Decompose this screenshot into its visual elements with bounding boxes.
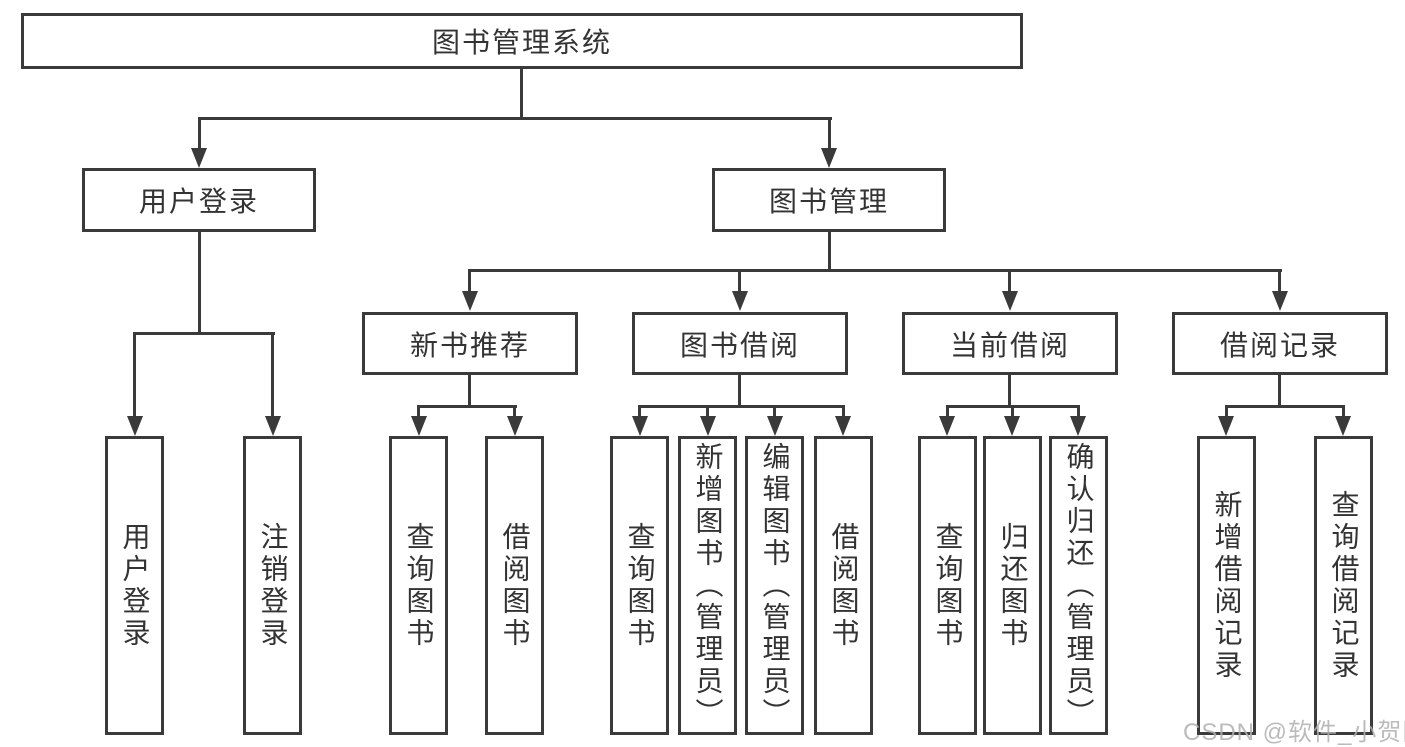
- leaf-query-books-current: 查询图书: [918, 436, 977, 735]
- connector-line: [1011, 405, 1014, 418]
- connector-line: [1278, 375, 1281, 408]
- arrow-down-icon: [1335, 416, 1351, 436]
- connector-line: [520, 69, 523, 120]
- connector-line: [1008, 269, 1011, 292]
- arrow-down-icon: [821, 148, 837, 168]
- arrow-down-icon: [767, 416, 783, 436]
- connector-line: [1008, 375, 1011, 408]
- arrow-down-icon: [1218, 416, 1234, 436]
- connector-line: [198, 117, 832, 120]
- arrow-down-icon: [835, 416, 851, 436]
- node-new-book-recommendation: 新书推荐: [362, 312, 578, 375]
- arrow-down-icon: [1002, 291, 1018, 311]
- leaf-logout: 注销登录: [243, 436, 302, 735]
- leaf-confirm-return-admin: 确认归还（管理员）: [1049, 436, 1108, 735]
- node-book-borrowing: 图书借阅: [632, 312, 848, 375]
- connector-line: [738, 269, 741, 292]
- leaf-query-books-recommend: 查询图书: [389, 436, 448, 735]
- connector-line: [468, 375, 471, 408]
- connector-line: [133, 332, 275, 335]
- connector-line: [1077, 405, 1080, 418]
- connector-line: [773, 405, 776, 418]
- arrow-down-icon: [939, 416, 955, 436]
- leaf-edit-book-admin: 编辑图书（管理员）: [745, 436, 804, 735]
- connector-line: [417, 405, 517, 408]
- connector-line: [271, 332, 274, 416]
- arrow-down-icon: [1004, 416, 1020, 436]
- connector-line: [198, 232, 201, 335]
- connector-line: [417, 405, 420, 418]
- node-current-borrowing: 当前借阅: [902, 312, 1118, 375]
- arrow-down-icon: [732, 291, 748, 311]
- connector-line: [1225, 405, 1228, 418]
- arrow-down-icon: [411, 416, 427, 436]
- arrow-down-icon: [1070, 416, 1086, 436]
- connector-line: [638, 405, 845, 408]
- leaf-add-borrow-record: 新增借阅记录: [1197, 436, 1256, 735]
- connector-line: [842, 405, 845, 418]
- arrow-down-icon: [632, 416, 648, 436]
- connector-line: [1342, 405, 1345, 418]
- node-user-login: 用户登录: [82, 168, 316, 232]
- connector-line: [1225, 405, 1345, 408]
- node-book-management: 图书管理: [712, 168, 946, 232]
- arrow-down-icon: [265, 416, 281, 436]
- arrow-down-icon: [462, 291, 478, 311]
- leaf-borrow-books-recommend: 借阅图书: [485, 436, 544, 735]
- arrow-down-icon: [1272, 291, 1288, 311]
- leaf-add-book-admin: 新增图书（管理员）: [678, 436, 737, 735]
- arrow-down-icon: [700, 416, 716, 436]
- arrow-down-icon: [507, 416, 523, 436]
- connector-line: [738, 375, 741, 408]
- leaf-borrow-books-borrowing: 借阅图书: [814, 436, 873, 735]
- arrow-down-icon: [127, 416, 143, 436]
- connector-line: [638, 405, 641, 418]
- arrow-down-icon: [191, 148, 207, 168]
- leaf-return-books: 归还图书: [983, 436, 1042, 735]
- connector-line: [828, 117, 831, 152]
- connector-line: [1278, 269, 1281, 292]
- connector-line: [468, 269, 1282, 272]
- connector-line: [946, 405, 949, 418]
- leaf-query-borrow-record: 查询借阅记录: [1314, 436, 1373, 735]
- leaf-query-books-borrowing: 查询图书: [610, 436, 669, 735]
- connector-line: [468, 269, 471, 292]
- connector-line: [198, 117, 201, 152]
- connector-line: [706, 405, 709, 418]
- node-borrowing-records: 借阅记录: [1172, 312, 1388, 375]
- connector-line: [513, 405, 516, 418]
- connector-line: [828, 232, 831, 272]
- csdn-watermark: CSDN @软件_小贺同学: [1183, 719, 1405, 746]
- node-library-system: 图书管理系统: [21, 13, 1023, 69]
- leaf-user-login: 用户登录: [105, 436, 164, 735]
- connector-line: [133, 332, 136, 416]
